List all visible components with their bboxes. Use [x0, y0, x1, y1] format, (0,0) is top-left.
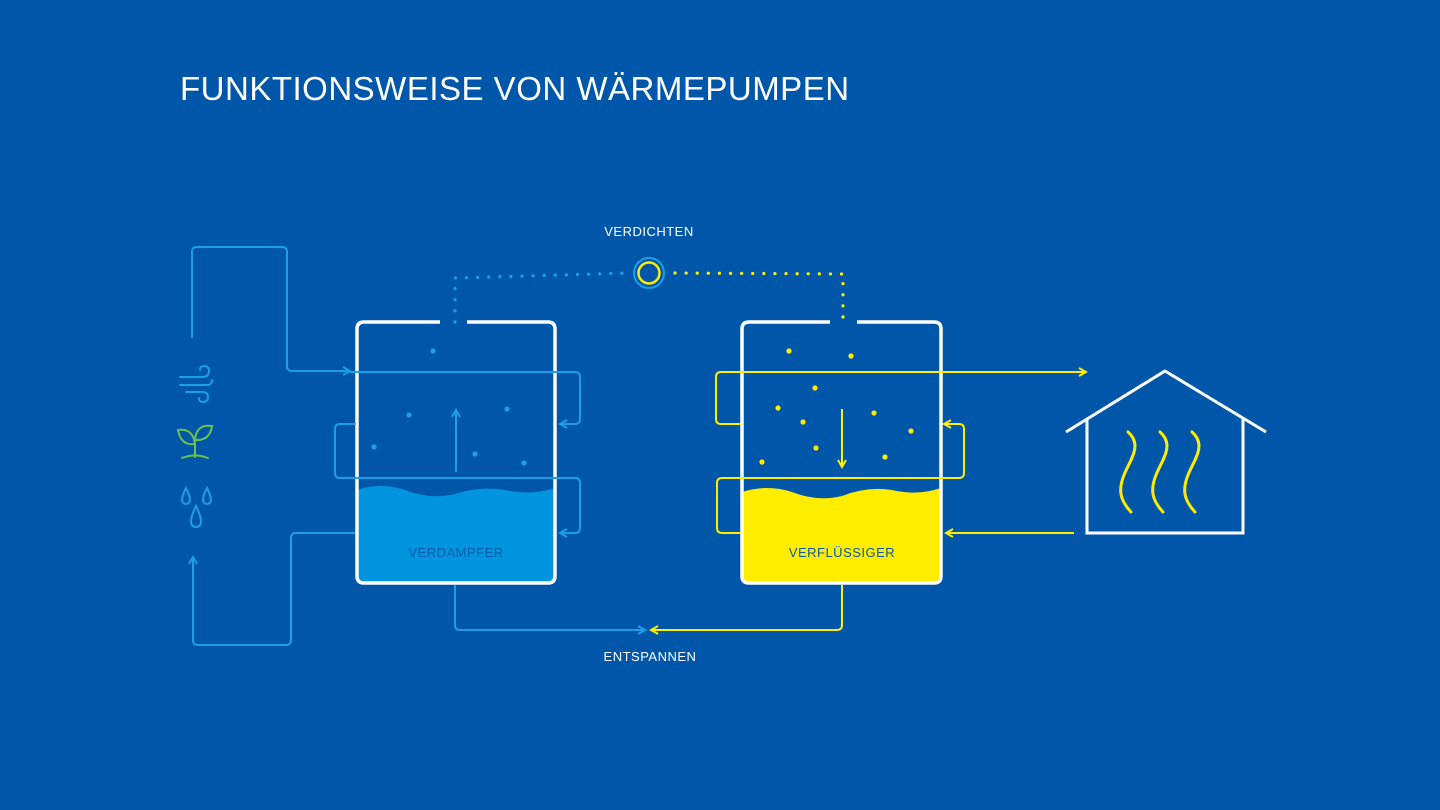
- house-icon: [1065, 369, 1267, 535]
- condenser-tank: [740, 320, 943, 585]
- condenser-coil-mid: [716, 424, 965, 534]
- condenser-liquid: [742, 488, 941, 583]
- compressor-icon: [633, 257, 665, 289]
- evaporator-coil-mid: [334, 423, 581, 533]
- wind-icon: [179, 364, 213, 404]
- condenser-coil-top: [715, 372, 1086, 425]
- plant-icon: [176, 424, 214, 459]
- compress-label: VERDICHTEN: [604, 224, 694, 239]
- water-drops-icon: [180, 485, 213, 528]
- evaporator-vapor-dots: [371, 348, 527, 466]
- evaporator-liquid: [357, 486, 555, 583]
- condenser-label: VERFLÜSSIGER: [789, 545, 895, 560]
- expand-line-warm: [651, 585, 843, 630]
- evaporator-tank: [355, 320, 557, 585]
- heat-waves-icon: [1119, 430, 1201, 514]
- compress-line-warm: [673, 271, 845, 324]
- compress-line-cold: [453, 271, 632, 324]
- expand-line-cold: [454, 585, 645, 630]
- page-title: FUNKTIONSWEISE VON WÄRMEPUMPEN: [180, 70, 850, 107]
- source-inflow-line: [191, 246, 350, 371]
- evaporator-label: VERDAMPFER: [408, 545, 503, 560]
- condenser-vapor-dots: [759, 348, 914, 465]
- evaporator-coil-top: [350, 371, 581, 424]
- source-return-line: [193, 532, 355, 646]
- expand-label: ENTSPANNEN: [604, 649, 697, 664]
